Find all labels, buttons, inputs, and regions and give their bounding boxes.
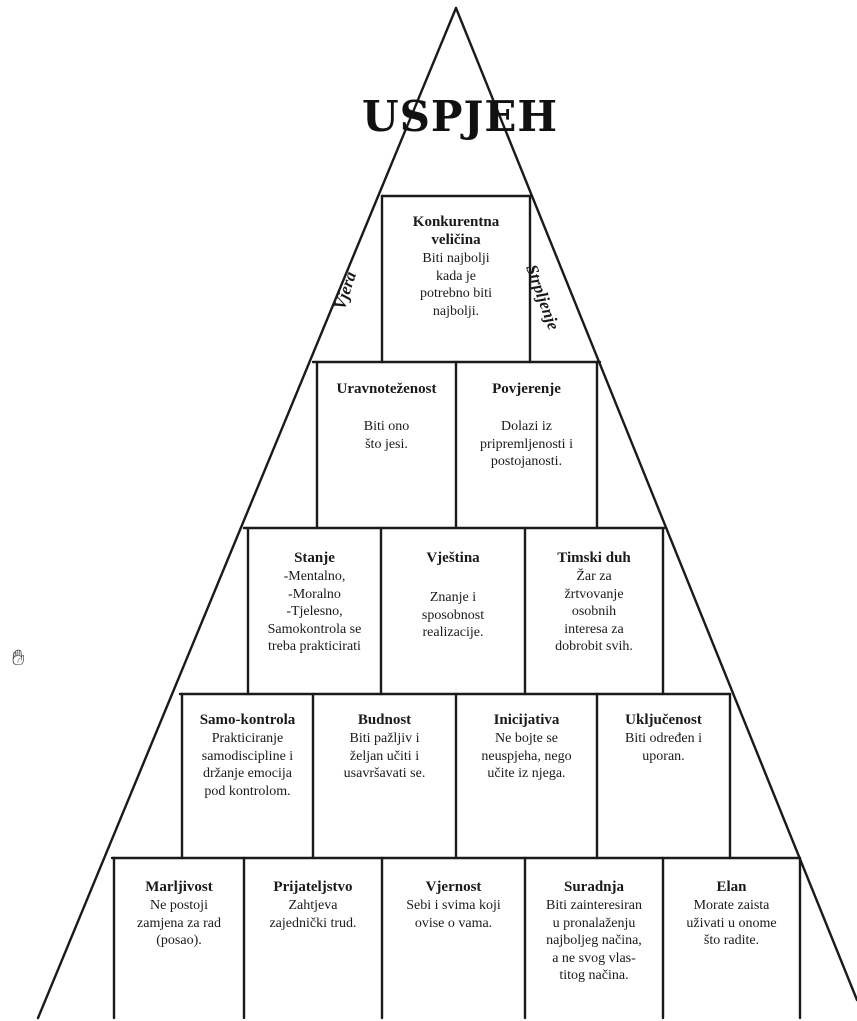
cell-heading: Stanje [294, 550, 335, 566]
pyramid-cell: Prijateljstvo Zahtjeva zajednički trud. [246, 878, 380, 932]
cell-heading: Vještina [426, 550, 480, 566]
cell-heading: Budnost [357, 712, 412, 728]
cell-heading: Inicijativa [493, 712, 560, 728]
cell-heading: Povjerenje [492, 381, 561, 397]
hand-pointer-icon: ✋︎ [12, 646, 25, 671]
pyramid-cell: Vještina Znanje i sposobnost realizacije… [383, 549, 523, 642]
pyramid-cell: Stanje -Mentalno, -Moralno -Tjelesno, Sa… [250, 549, 379, 656]
cell-text: Sebi i svima koji ovise o vama. [406, 898, 501, 931]
pyramid-cell: Uključenost Biti određen i uporan. [599, 711, 728, 765]
pyramid-cell: Elan Morate zaista uživati u onome što r… [665, 878, 798, 950]
pyramid-cell: Samo-kontrola Prakticiranje samodiscipli… [184, 711, 311, 800]
cell-heading: Konkurentna veličina [412, 214, 500, 248]
cell-text: Biti pažljiv i željan učiti i usavršavat… [343, 731, 426, 781]
cell-heading: Vjernost [425, 879, 482, 895]
cell-heading: Marljivost [145, 879, 213, 895]
cell-heading: Uravnoteženost [336, 381, 437, 397]
cell-text: Biti najbolji kada je potrebno biti najb… [420, 251, 492, 319]
cell-heading: Samo-kontrola [199, 712, 296, 728]
pyramid-cell: Inicijativa Ne bojte se neuspjeha, nego … [458, 711, 595, 783]
pyramid-cell: Uravnoteženost Biti ono što jesi. [319, 380, 454, 453]
cell-text: Morate zaista uživati u onome što radite… [686, 898, 777, 948]
cell-text: -Mentalno, -Moralno -Tjelesno, Samokontr… [267, 569, 362, 654]
pyramid-cell: Budnost Biti pažljiv i željan učiti i us… [315, 711, 454, 783]
cell-heading: Prijateljstvo [273, 879, 353, 895]
cell-heading: Uključenost [625, 712, 702, 728]
cell-heading: Suradnja [563, 879, 625, 895]
pyramid-cell: Marljivost Ne postoji zamjena za rad (po… [116, 878, 242, 950]
cell-text: Žar za žrtvovanje osobnih interesa za do… [555, 569, 633, 654]
pyramid-cell: Timski duh Žar za žrtvovanje osobnih int… [527, 549, 661, 656]
cell-text: Znanje i sposobnost realizacije. [421, 590, 485, 640]
cell-text: Prakticiranje samodiscipline i držanje e… [201, 731, 294, 799]
cell-text: Zahtjeva zajednički trud. [269, 898, 357, 931]
cell-text: Biti ono što jesi. [363, 419, 410, 452]
pyramid-cell: Vjernost Sebi i svima koji ovise o vama. [384, 878, 523, 932]
pyramid-cell: Povjerenje Dolazi iz pripremljenosti i p… [458, 380, 595, 471]
pyramid-title: USPJEH [361, 92, 559, 141]
cell-heading: Elan [716, 879, 747, 895]
pyramid-cell: Konkurentna veličina Biti najbolji kada … [384, 213, 528, 320]
cell-text: Dolazi iz pripremljenosti i postojanosti… [480, 419, 573, 469]
cell-text: Biti određen i uporan. [625, 731, 702, 764]
cell-text: Ne postoji zamjena za rad (posao). [137, 898, 221, 948]
pyramid-cell: Suradnja Biti zainteresiran u pronalažen… [527, 878, 661, 985]
cell-text: Biti zainteresiran u pronalaženju najbol… [545, 898, 643, 983]
cell-text: Ne bojte se neuspjeha, nego učite iz nje… [481, 731, 572, 781]
cell-heading: Timski duh [557, 550, 631, 566]
